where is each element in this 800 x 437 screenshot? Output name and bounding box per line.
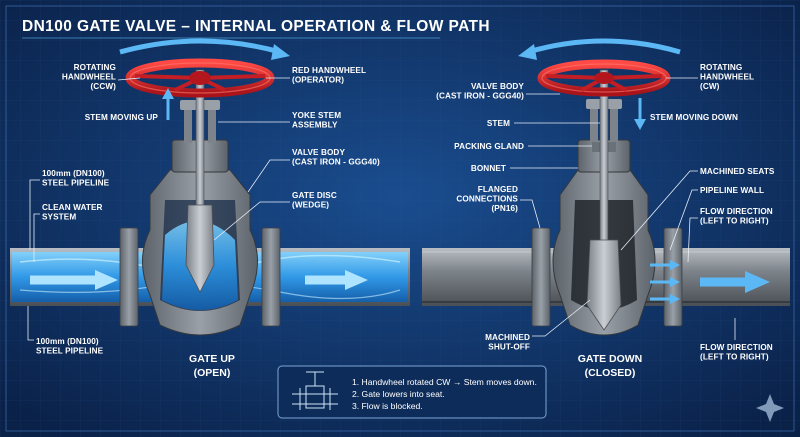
label-line: PACKING GLAND xyxy=(454,142,524,151)
yoke-arm xyxy=(208,105,216,143)
label-line: STEEL PIPELINE xyxy=(42,179,110,188)
rotation-arrow-ccw xyxy=(119,38,281,55)
label-stem: STEM xyxy=(487,119,510,128)
notes-box: 1. Handwheel rotated CW → Stem moves dow… xyxy=(277,365,547,419)
label-pipeline-wall: PIPELINE WALL xyxy=(700,186,764,195)
label-line: STEM xyxy=(487,119,510,128)
label-line: (CW) xyxy=(700,82,720,91)
gate-disc xyxy=(185,204,215,293)
label-steel-pipeline-top: 100mm (DN100)STEEL PIPELINE xyxy=(42,169,110,188)
valve-schematic-icon xyxy=(292,371,338,410)
label-line: 100mm (DN100) xyxy=(42,169,105,178)
label-line: (CAST IRON - GGG40) xyxy=(292,158,380,167)
label-line: GATE DISC xyxy=(292,191,337,200)
label-line: MACHINED SEATS xyxy=(700,167,775,176)
gate-disc xyxy=(586,239,622,331)
yoke-arm xyxy=(184,105,192,143)
page-title: DN100 GATE VALVE – INTERNAL OPERATION & … xyxy=(22,18,490,35)
notes-list: 1. Handwheel rotated CW → Stem moves dow… xyxy=(352,377,537,411)
label-line: STEM MOVING UP xyxy=(85,113,159,122)
label-gate-disc: GATE DISC(WEDGE) xyxy=(292,191,337,210)
label-line: (OPERATOR) xyxy=(292,76,344,85)
label-line: CONNECTIONS xyxy=(456,195,518,204)
flange xyxy=(119,227,139,327)
frame-border xyxy=(5,5,795,432)
label-valve-body-right: VALVE BODY(CAST IRON - GGG40) xyxy=(436,82,524,101)
handwheel xyxy=(537,59,671,97)
label-line: MACHINED xyxy=(485,333,530,342)
label-red-handwheel: RED HANDWHEEL(OPERATOR) xyxy=(292,66,366,85)
label-line: (OPEN) xyxy=(194,367,231,379)
label-flow-direction-top: FLOW DIRECTION(LEFT TO RIGHT) xyxy=(700,207,773,226)
label-line: (CCW) xyxy=(90,82,116,91)
label-packing-gland: PACKING GLAND xyxy=(454,142,524,151)
label-line: SHUT-OFF xyxy=(488,343,530,352)
label-line: 3. Flow is blocked. xyxy=(352,401,423,411)
flange xyxy=(531,227,551,327)
label-line: PIPELINE WALL xyxy=(700,186,764,195)
label-line: 1. Handwheel rotated CW → Stem moves dow… xyxy=(352,377,537,387)
caption-gate-up: GATE UP (OPEN) xyxy=(189,353,235,379)
label-line: (CLOSED) xyxy=(585,367,636,379)
label-line: SYSTEM xyxy=(42,213,76,222)
label-machined-seats: MACHINED SEATS xyxy=(700,167,775,176)
label-line: STEEL PIPELINE xyxy=(36,347,104,356)
label-line: ROTATING xyxy=(700,63,742,72)
flange xyxy=(663,227,683,327)
label-line: BONNET xyxy=(471,164,506,173)
label-line: VALVE BODY xyxy=(471,82,524,91)
label-line: ROTATING xyxy=(74,63,116,72)
label-line: GATE UP xyxy=(189,353,235,365)
label-bonnet: BONNET xyxy=(471,164,506,173)
label-steel-pipeline-bottom: 100mm (DN100)STEEL PIPELINE xyxy=(36,337,104,356)
handwheel xyxy=(125,58,275,98)
label-line: (CAST IRON - GGG40) xyxy=(436,92,524,101)
label-line: 2. Gate lowers into seat. xyxy=(352,389,445,399)
label-line: FLOW DIRECTION xyxy=(700,343,773,352)
label-valve-body-left: VALVE BODY(CAST IRON - GGG40) xyxy=(292,148,380,167)
label-line: (PN16) xyxy=(491,204,518,213)
valve-closed xyxy=(422,38,790,336)
label-line: FLANGED xyxy=(478,185,518,194)
label-line: RED HANDWHEEL xyxy=(292,66,366,75)
label-line: HANDWHEEL xyxy=(62,73,116,82)
label-line: VALVE BODY xyxy=(292,148,345,157)
flange xyxy=(261,227,281,327)
label-stem-moving-down: STEM MOVING DOWN xyxy=(650,113,738,122)
label-line: YOKE STEM xyxy=(292,111,341,120)
label-line: GATE DOWN xyxy=(578,353,643,365)
label-line: 100mm (DN100) xyxy=(36,337,99,346)
label-stem-moving-up: STEM MOVING UP xyxy=(85,113,159,122)
label-line: CLEAN WATER xyxy=(42,203,103,212)
rotation-arrow-cw xyxy=(527,38,681,55)
label-line: (WEDGE) xyxy=(292,201,329,210)
label-line: (LEFT TO RIGHT) xyxy=(700,353,769,362)
label-line: (LEFT TO RIGHT) xyxy=(700,217,769,226)
valve-open xyxy=(10,38,410,336)
label-flow-direction-bottom: FLOW DIRECTION(LEFT TO RIGHT) xyxy=(700,343,773,362)
label-line: FLOW DIRECTION xyxy=(700,207,773,216)
label-line: STEM MOVING DOWN xyxy=(650,113,738,122)
right-labels: VALVE BODY(CAST IRON - GGG40) STEM PACKI… xyxy=(436,63,775,379)
label-line: ASSEMBLY xyxy=(292,121,338,130)
label-line: HANDWHEEL xyxy=(700,73,754,82)
caption-gate-down: GATE DOWN (CLOSED) xyxy=(578,353,643,379)
sparkle-icon xyxy=(756,394,784,422)
